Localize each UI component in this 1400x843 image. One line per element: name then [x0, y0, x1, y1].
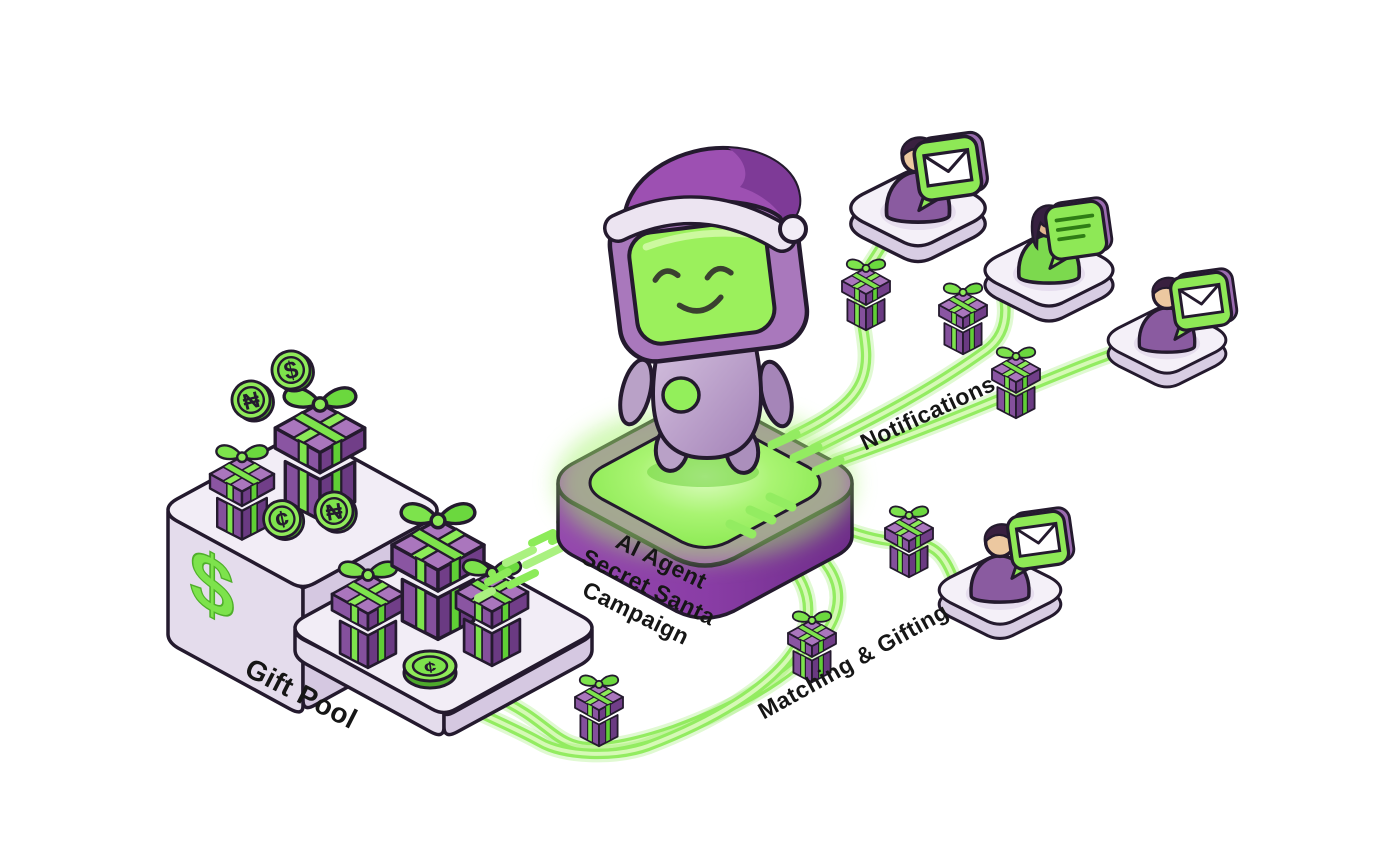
gift-icon — [574, 674, 624, 748]
robot-belly-light — [661, 376, 701, 414]
gift-icon — [884, 505, 934, 579]
coin-symbol: ¢ — [423, 659, 438, 677]
santa-hat-icon — [603, 145, 808, 253]
ai-robot — [603, 145, 810, 487]
gift-pool-coins: $ ₦ ¢ ₦ ¢ — [226, 344, 458, 690]
envelope-bubble-icon — [1001, 504, 1079, 581]
coin-symbol: ₦ — [324, 497, 345, 526]
gift-icon — [841, 258, 891, 332]
platform-connector-stubs — [725, 429, 845, 539]
recipient-4 — [937, 504, 1079, 640]
recipient-1 — [849, 129, 993, 264]
gift-icon — [991, 346, 1041, 420]
coin-symbol: ¢ — [273, 505, 292, 534]
flat-coin: ¢ — [402, 649, 458, 690]
recipient-2 — [983, 194, 1117, 323]
gift-icon — [938, 282, 988, 356]
recipient-3 — [1106, 265, 1242, 389]
coin-symbol: ₦ — [240, 386, 263, 415]
robot-face — [652, 265, 734, 314]
envelope-bubble-icon — [1164, 265, 1242, 342]
coin-symbol: $ — [281, 356, 301, 386]
